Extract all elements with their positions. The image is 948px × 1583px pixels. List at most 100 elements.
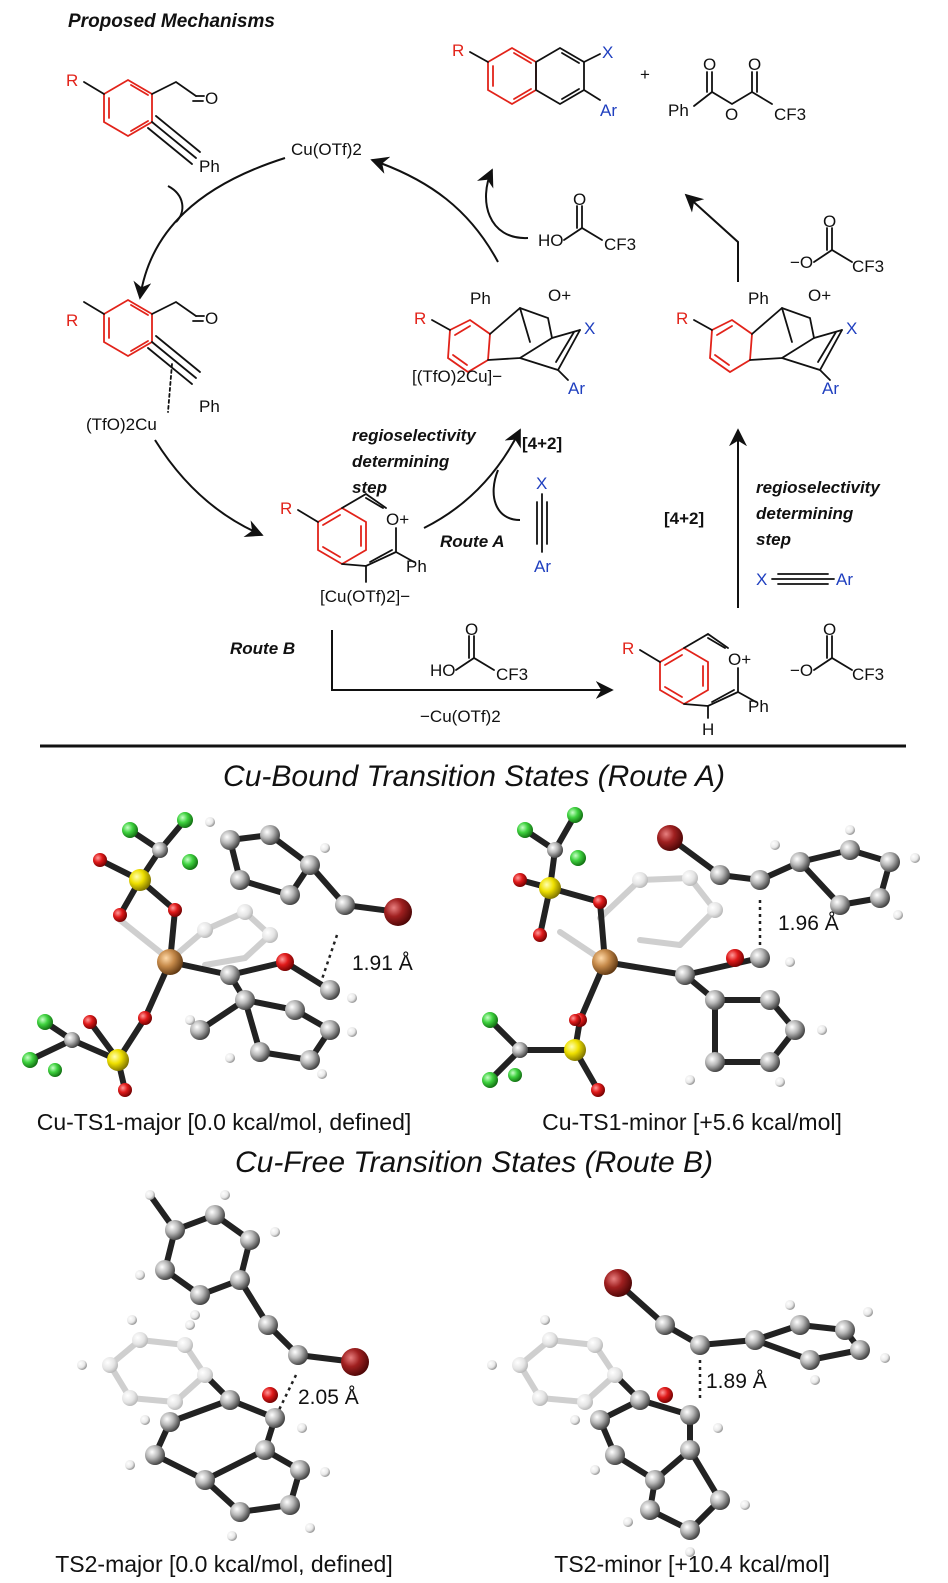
tfa-structure-bottom: HO O CF3 bbox=[430, 620, 528, 684]
alkyne-h-ar-label: Ar bbox=[836, 570, 853, 589]
anhydride-cf3: CF3 bbox=[774, 105, 806, 124]
r-label-6: R bbox=[676, 309, 688, 328]
cycloaddition-label-b: [4+2] bbox=[664, 509, 704, 528]
r-label-7: R bbox=[622, 639, 634, 658]
route-b-product-arrow bbox=[684, 193, 739, 282]
hydrogen-label: H bbox=[702, 720, 714, 739]
tfa-structure-top: HO O CF3 bbox=[538, 190, 636, 254]
figure-title: Proposed Mechanisms bbox=[68, 11, 275, 32]
phenyl-label: Ph bbox=[199, 157, 220, 176]
regio-note-a-3: step bbox=[352, 478, 387, 497]
alkyne-h-x-label: X bbox=[756, 570, 767, 589]
regio-note-b-1: regioselectivity bbox=[756, 478, 881, 497]
ar-label-4: Ar bbox=[568, 379, 585, 398]
r-label-4: R bbox=[414, 309, 426, 328]
route-a-arrow bbox=[423, 428, 521, 529]
regio-note-a-2: determining bbox=[352, 452, 450, 471]
cu-bound-section-title: Cu-Bound Transition States (Route A) bbox=[223, 760, 725, 793]
phenyl-label-3: Ph bbox=[406, 557, 427, 576]
phenyl-label-2: Ph bbox=[199, 397, 220, 416]
r-label-2: R bbox=[66, 311, 78, 330]
cu-anion-label-4: [(TfO)2Cu]− bbox=[412, 367, 502, 386]
tfa-anion-o2-top: O bbox=[823, 212, 836, 231]
ar-label-5: Ar bbox=[600, 101, 617, 120]
tfa-o-bottom: O bbox=[465, 620, 478, 639]
cycloaddition-label-a: [4+2] bbox=[522, 434, 562, 453]
cu-free-section-title: Cu-Free Transition States (Route B) bbox=[235, 1146, 713, 1179]
alkyne-entry-arrow bbox=[492, 469, 521, 521]
cu-anion-label: [Cu(OTf)2]− bbox=[320, 587, 410, 606]
x-label-4: X bbox=[584, 319, 595, 338]
bicyclic-intermediate-structure: R Ph O+ X Ar bbox=[676, 286, 857, 398]
route-b-arrow bbox=[331, 630, 614, 699]
tfa-anion-o2-bottom: O bbox=[823, 620, 836, 639]
oxonium-label-4: O+ bbox=[548, 286, 571, 305]
ts-model-cu-ts1-major bbox=[22, 812, 412, 1097]
r-label-3: R bbox=[280, 499, 292, 518]
ts2-major-distance: 2.05 Å bbox=[298, 1386, 359, 1409]
cu-isochromenylium-structure: R O+ Ph [Cu(OTf)2]− bbox=[280, 492, 427, 606]
regio-note-b-2: determining bbox=[756, 504, 854, 523]
tfa-ho-top: HO bbox=[538, 231, 564, 250]
catalyst-label: Cu(OTf)2 bbox=[291, 140, 362, 159]
aldehyde-o-2: O bbox=[205, 309, 218, 328]
isochromenylium-structure: R O+ Ph H bbox=[622, 632, 769, 739]
ar-label-6: Ar bbox=[822, 379, 839, 398]
x-label-5: X bbox=[602, 43, 613, 62]
trifluoroacetate-top: −O O CF3 bbox=[790, 212, 884, 276]
alkyne-reagent-horizontal: X Ar bbox=[756, 570, 853, 589]
ts2-major-caption: TS2-major [0.0 kcal/mol, defined] bbox=[55, 1551, 392, 1577]
phenyl-label-4: Ph bbox=[470, 289, 491, 308]
ts2-minor-distance: 1.89 Å bbox=[706, 1370, 767, 1393]
tfa-cf3-bottom: CF3 bbox=[496, 665, 528, 684]
ts2-minor-caption: TS2-minor [+10.4 kcal/mol] bbox=[554, 1551, 829, 1577]
r-label: R bbox=[66, 71, 78, 90]
anhydride-o1: O bbox=[703, 55, 716, 74]
regio-note-a-1: regioselectivity bbox=[352, 426, 477, 445]
anhydride-ph: Ph bbox=[668, 101, 689, 120]
naphthalene-product-structure: R X Ar bbox=[452, 41, 617, 120]
cu-complex-label: (TfO)2Cu bbox=[86, 415, 157, 434]
minus-cu-label: −Cu(OTf)2 bbox=[420, 707, 501, 726]
oxonium-label-6: O+ bbox=[808, 286, 831, 305]
tfa-anion-cf3-bottom: CF3 bbox=[852, 665, 884, 684]
cycle-arrow-2 bbox=[154, 439, 264, 537]
tfa-entry-arrow bbox=[477, 168, 529, 240]
anhydride-o3: O bbox=[748, 55, 761, 74]
alkyne-reagent-vertical: X Ar bbox=[534, 474, 551, 576]
oxonium-label: O+ bbox=[386, 510, 409, 529]
phenyl-label-6: Ph bbox=[748, 289, 769, 308]
plus-sign: + bbox=[640, 65, 650, 84]
tfa-ho-bottom: HO bbox=[430, 661, 456, 680]
r-label-5: R bbox=[452, 41, 464, 60]
aldehyde-o: O bbox=[205, 89, 218, 108]
tfa-anion-cf3-top: CF3 bbox=[852, 257, 884, 276]
tfa-cf3-top: CF3 bbox=[604, 235, 636, 254]
cu-alkyne-complex-structure: R O Ph (TfO)2Cu bbox=[66, 298, 220, 434]
phenyl-label-7: Ph bbox=[748, 697, 769, 716]
ts-model-cu-ts1-minor bbox=[482, 807, 920, 1097]
tfa-anion-o-top: −O bbox=[790, 253, 813, 272]
oxonium-label-7: O+ bbox=[728, 650, 751, 669]
cu-bicyclic-intermediate-structure: R Ph O+ X Ar [(TfO)2Cu]− bbox=[412, 286, 595, 398]
ts1-major-caption: Cu-TS1-major [0.0 kcal/mol, defined] bbox=[37, 1109, 412, 1135]
x-label-6: X bbox=[846, 319, 857, 338]
mixed-anhydride-structure: Ph O O O CF3 bbox=[668, 55, 806, 124]
substrate-entry-arrow bbox=[167, 185, 184, 223]
ts-model-ts2-major bbox=[77, 1190, 369, 1541]
alkynylbenzaldehyde-structure: R O Ph bbox=[66, 71, 220, 176]
tfa-o-top: O bbox=[573, 190, 586, 209]
route-a-label: Route A bbox=[440, 532, 505, 551]
ts1-major-distance: 1.91 Å bbox=[352, 952, 413, 975]
cycle-arrow-return bbox=[370, 156, 499, 263]
ts1-minor-distance: 1.96 Å bbox=[778, 912, 839, 935]
ts-model-ts2-minor bbox=[487, 1269, 890, 1557]
anhydride-o2: O bbox=[725, 105, 738, 124]
regio-note-b-3: step bbox=[756, 530, 791, 549]
cycle-arrow-1 bbox=[133, 157, 286, 300]
alkyne-x-label: X bbox=[536, 474, 547, 493]
ts1-minor-caption: Cu-TS1-minor [+5.6 kcal/mol] bbox=[542, 1109, 842, 1135]
tfa-anion-o-bottom: −O bbox=[790, 661, 813, 680]
trifluoroacetate-bottom: −O O CF3 bbox=[790, 620, 884, 684]
